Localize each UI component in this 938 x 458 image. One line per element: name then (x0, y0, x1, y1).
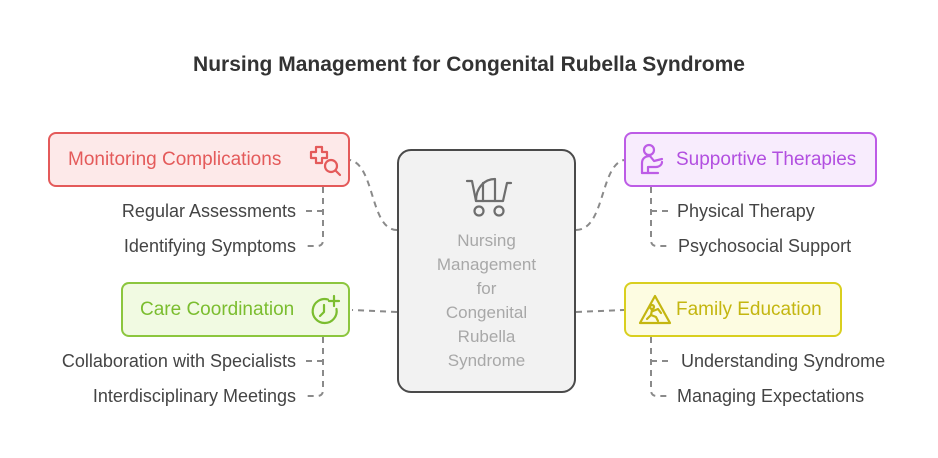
sub-item-physical-therapy: Physical Therapy (677, 201, 815, 221)
warning-sign-icon (638, 293, 672, 332)
sub-item-managing-expectations: Managing Expectations (677, 386, 865, 406)
sub-connector-family (650, 337, 668, 397)
sub-connector-monitoring (306, 187, 324, 247)
center-line: Nursing (457, 231, 516, 250)
person-support-icon (638, 143, 668, 182)
connector-family (575, 309, 625, 313)
sub-item-regular-assessments: Regular Assessments (121, 201, 296, 221)
connector-monitoring (349, 159, 398, 231)
supportive-therapies-node: Supportive Therapies (624, 132, 877, 187)
monitoring-complications-label: Monitoring Complications (68, 148, 282, 170)
center-node: Nursing Management for Congenital Rubell… (397, 149, 576, 393)
baby-carriage-icon (463, 173, 513, 226)
sub-item-collaboration-with-specialists: Collaboration with Specialists (61, 351, 296, 371)
center-line: Congenital (445, 303, 528, 322)
center-line: Rubella (457, 327, 516, 346)
center-label: Nursing Management for Congenital Rubell… (399, 229, 574, 373)
care-coordination-label: Care Coordination (140, 298, 295, 320)
center-line: for (476, 279, 497, 298)
connector-care (351, 309, 398, 313)
sub-item-identifying-symptoms: Identifying Symptoms (123, 236, 296, 256)
care-coordination-node: Care Coordination (121, 282, 350, 337)
center-line: Syndrome (447, 351, 526, 370)
sub-connector-care (306, 337, 324, 397)
sub-item-interdisciplinary-meetings: Interdisciplinary Meetings (92, 386, 296, 406)
connector-supportive (575, 159, 625, 231)
center-line: Management (436, 255, 537, 274)
family-education-label: Family Education (676, 298, 822, 320)
supportive-therapies-label: Supportive Therapies (676, 148, 857, 170)
monitoring-complications-node: Monitoring Complications (48, 132, 350, 187)
sub-item-psychosocial-support: Psychosocial Support (678, 236, 852, 256)
sub-connector-supportive (650, 187, 668, 247)
family-education-node: Family Education (624, 282, 842, 337)
diagram-title: Nursing Management for Congenital Rubell… (193, 53, 745, 76)
sub-item-understanding-syndrome: Understanding Syndrome (681, 351, 886, 371)
clock-plus-icon (308, 293, 342, 332)
medical-search-icon (308, 143, 342, 182)
